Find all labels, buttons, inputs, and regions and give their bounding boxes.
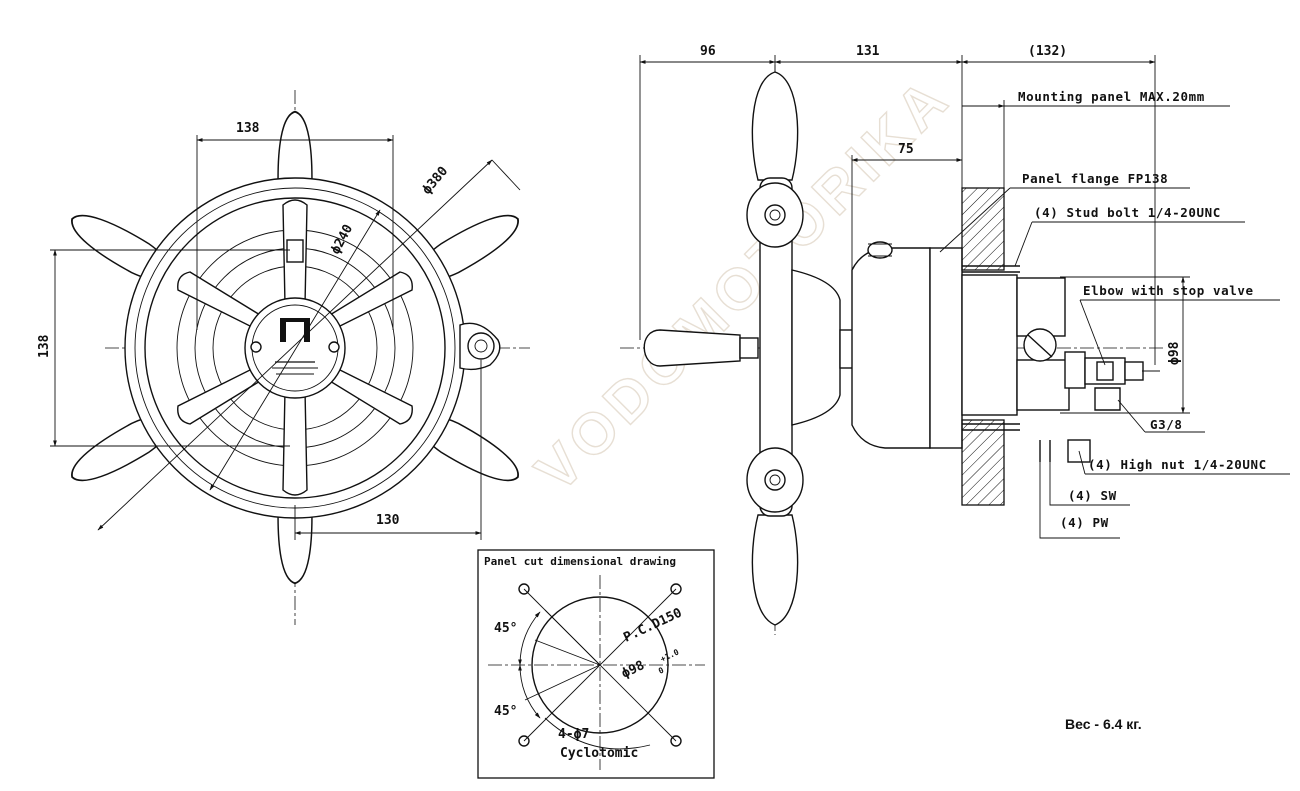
dim-132-label: (132) xyxy=(1028,44,1067,59)
panel-cut-title: Panel cut dimensional drawing xyxy=(484,555,676,568)
label-mounting-panel: Mounting panel MAX.20mm xyxy=(1018,89,1205,104)
dim-130: 130 xyxy=(294,360,482,540)
weight-note: Вес - 6.4 кг. xyxy=(1065,716,1142,732)
side-handle-left xyxy=(643,329,741,367)
angle-top-label: 45° xyxy=(494,621,517,636)
mounting-panel xyxy=(961,187,1005,506)
panel-cut-drawing: Panel cut dimensional drawing 45° 45° P.… xyxy=(477,549,715,779)
label-high-nut: (4) High nut 1/4-20UNC xyxy=(1088,457,1267,472)
pump-body xyxy=(851,241,963,449)
tolerance-lower-label: 0 xyxy=(657,666,665,676)
cyclotomic-label: Cyclotomic xyxy=(560,746,638,761)
dim-75-label: 75 xyxy=(898,142,914,157)
dim-138-left-label: 138 xyxy=(37,334,52,358)
dim-phi98-label: ϕ98 xyxy=(1167,341,1182,365)
label-stud-bolt: (4) Stud bolt 1/4-20UNC xyxy=(1034,205,1221,220)
dim-96-label: 96 xyxy=(700,44,716,59)
dim-138-top-label: 138 xyxy=(236,121,260,136)
side-handle-bottom xyxy=(751,514,799,626)
rear-body xyxy=(961,274,1160,416)
dim-131-label: 131 xyxy=(856,44,880,59)
mounting-holes xyxy=(518,583,682,747)
dim-phi380-label: ϕ380 xyxy=(420,164,452,198)
side-handle-top xyxy=(751,71,799,181)
label-pw: (4) PW xyxy=(1060,515,1109,530)
holes-label: 4-ϕ7 xyxy=(558,727,589,742)
front-view: 138 138 ϕ380 ϕ240 130 xyxy=(37,90,530,625)
dim-130-label: 130 xyxy=(376,513,400,528)
mounting-ear xyxy=(459,322,501,371)
label-thread: G3/8 xyxy=(1150,417,1183,432)
angle-bottom-label: 45° xyxy=(494,704,517,719)
label-panel-flange: Panel flange FP138 xyxy=(1022,171,1168,186)
label-sw: (4) SW xyxy=(1068,488,1117,503)
side-view: 96 131 (132) Mounting panel MAX.20mm 75 … xyxy=(620,44,1290,635)
label-elbow: Elbow with stop valve xyxy=(1083,283,1254,298)
